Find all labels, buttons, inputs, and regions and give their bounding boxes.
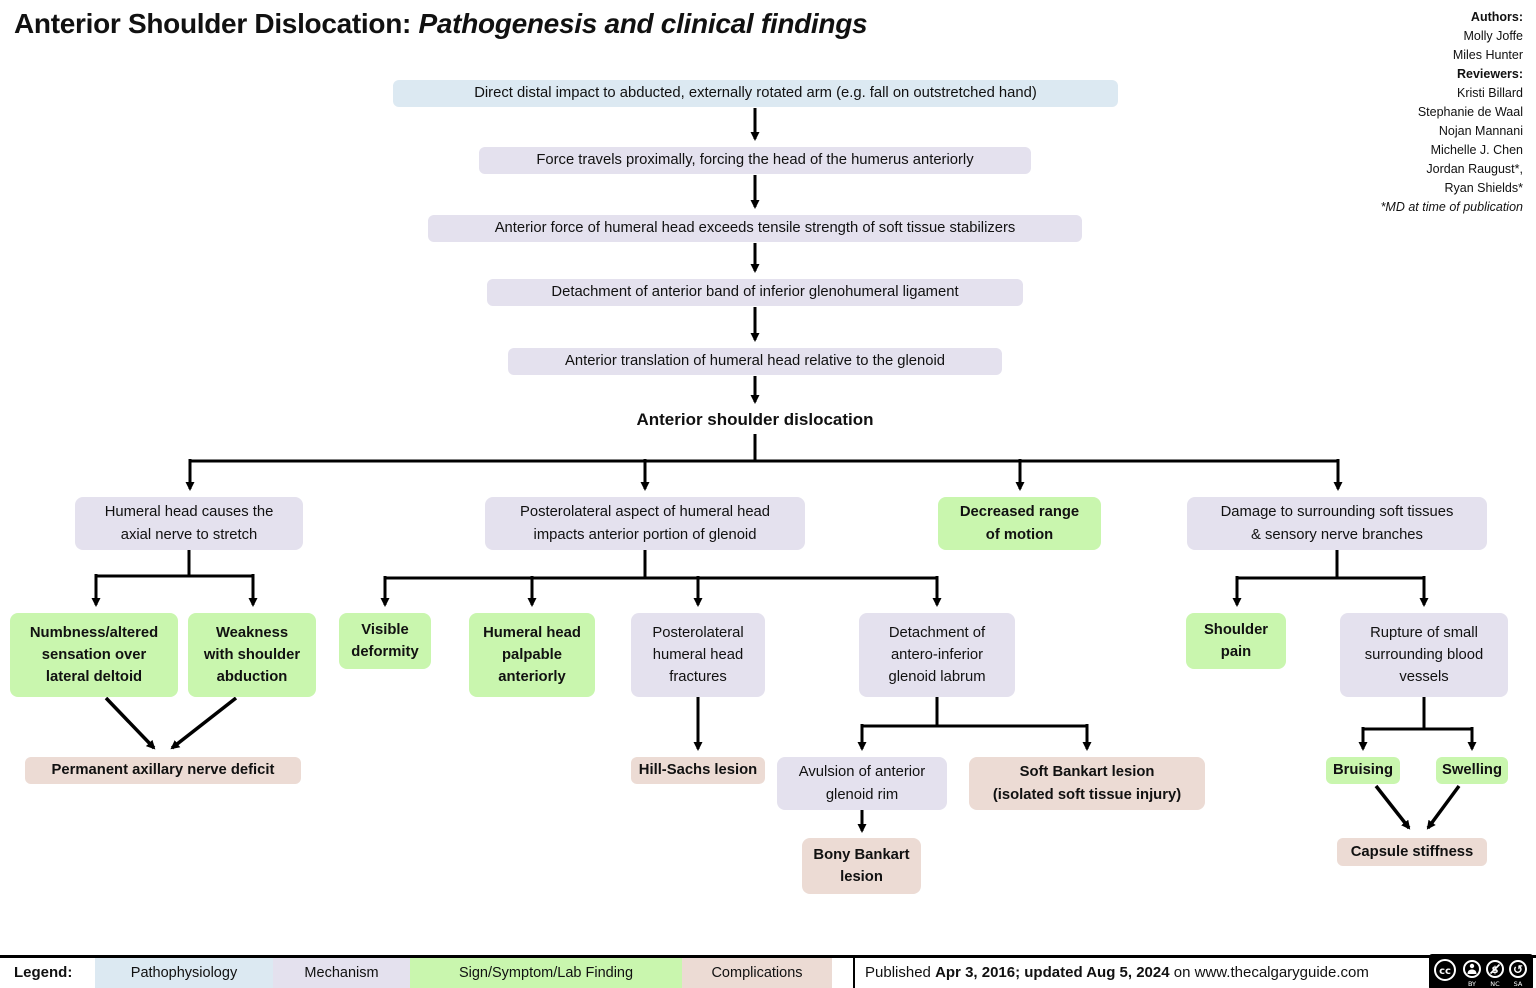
reviewer-name: Stephanie de Waal (1417, 105, 1523, 119)
node-soft-bankart: Soft Bankart lesion (isolated soft tissu… (969, 757, 1205, 810)
node-weakness: Weakness with shoulder abduction (188, 613, 316, 697)
node-posterolateral-impact: Posterolateral aspect of humeral head im… (485, 497, 805, 550)
author-name: Molly Joffe (1463, 29, 1523, 43)
reviewer-name: Ryan Shields* (1444, 181, 1523, 195)
legend-label: Legend: (14, 964, 73, 981)
node-soft-tissue-damage: Damage to surrounding soft tissues & sen… (1187, 497, 1487, 550)
legend-bar: Legend: Pathophysiology Mechanism Sign/S… (0, 954, 1536, 988)
svg-text:↺: ↺ (1513, 963, 1523, 977)
page-title: Anterior Shoulder Dislocation: Pathogene… (14, 8, 868, 40)
node-avulsion: Avulsion of anterior glenoid rim (777, 757, 947, 810)
legend-divider (853, 955, 855, 988)
author-name: Miles Hunter (1452, 48, 1523, 62)
cc-license-icons: cc $ ↺ BY NC SA (1434, 959, 1527, 988)
node-bony-bankart: Bony Bankart lesion (802, 838, 921, 894)
node-decreased-rom: Decreased range of motion (938, 497, 1101, 550)
legend-cells: Pathophysiology Mechanism Sign/Symptom/L… (95, 958, 832, 988)
title-subtitle: Pathogenesis and clinical findings (418, 8, 868, 39)
authors-label: Authors: (1470, 10, 1523, 24)
md-note: *MD at time of publication (1380, 200, 1523, 214)
node-humeral-head-fractures: Posterolateral humeral head fractures (631, 613, 765, 697)
svg-text:BY: BY (1468, 980, 1476, 988)
reviewer-name: Jordan Raugust*, (1426, 162, 1523, 176)
reviewer-name: Michelle J. Chen (1430, 143, 1523, 157)
reviewers-label: Reviewers: (1456, 67, 1523, 81)
site-url: www.thecalgaryguide.com (1194, 964, 1369, 981)
node-visible-deformity: Visible deformity (339, 613, 431, 669)
legend-item-complications: Complications (682, 958, 832, 988)
node-bruising: Bruising (1326, 757, 1400, 784)
node-direct-impact: Direct distal impact to abducted, extern… (393, 80, 1118, 107)
reviewer-name: Nojan Mannani (1438, 124, 1523, 138)
node-hill-sachs: Hill-Sachs lesion (631, 757, 765, 784)
published-dates: Apr 3, 2016; updated Aug 5, 2024 (935, 964, 1170, 981)
published-suffix: on (1173, 964, 1191, 981)
published-line: Published Apr 3, 2016; updated Aug 5, 20… (865, 964, 1369, 981)
svg-text:NC: NC (1490, 980, 1500, 988)
node-force-exceeds: Anterior force of humeral head exceeds t… (428, 215, 1082, 242)
node-ligament-detachment: Detachment of anterior band of inferior … (487, 279, 1023, 306)
node-anterior-shoulder-dislocation: Anterior shoulder dislocation (636, 409, 874, 429)
node-force-travels: Force travels proximally, forcing the he… (479, 147, 1031, 174)
legend-item-mechanism: Mechanism (273, 958, 410, 988)
node-palpable-anteriorly: Humeral head palpable anteriorly (469, 613, 595, 697)
svg-text:$: $ (1492, 965, 1499, 976)
title-main: Anterior Shoulder Dislocation: (14, 8, 412, 39)
node-shoulder-pain: Shoulder pain (1186, 613, 1286, 669)
cc-license-badge: cc $ ↺ BY NC SA (1429, 954, 1533, 988)
legend-item-pathophysiology: Pathophysiology (95, 958, 273, 988)
node-capsule-stiffness: Capsule stiffness (1337, 838, 1487, 866)
node-numbness: Numbness/altered sensation over lateral … (10, 613, 178, 697)
node-swelling: Swelling (1436, 757, 1508, 784)
node-axial-nerve-stretch: Humeral head causes the axial nerve to s… (75, 497, 303, 550)
node-anterior-translation: Anterior translation of humeral head rel… (508, 348, 1002, 375)
svg-text:cc: cc (1439, 966, 1451, 977)
credits-block: Authors: Molly Joffe Miles Hunter Review… (1381, 8, 1523, 217)
svg-text:SA: SA (1514, 980, 1523, 988)
node-rupture-vessels: Rupture of small surrounding blood vesse… (1340, 613, 1508, 697)
reviewer-name: Kristi Billard (1457, 86, 1523, 100)
legend-item-sign-symptom: Sign/Symptom/Lab Finding (410, 958, 682, 988)
published-prefix: Published (865, 964, 931, 981)
node-axillary-deficit: Permanent axillary nerve deficit (25, 757, 301, 784)
node-labrum-detachment: Detachment of antero-inferior glenoid la… (859, 613, 1015, 697)
